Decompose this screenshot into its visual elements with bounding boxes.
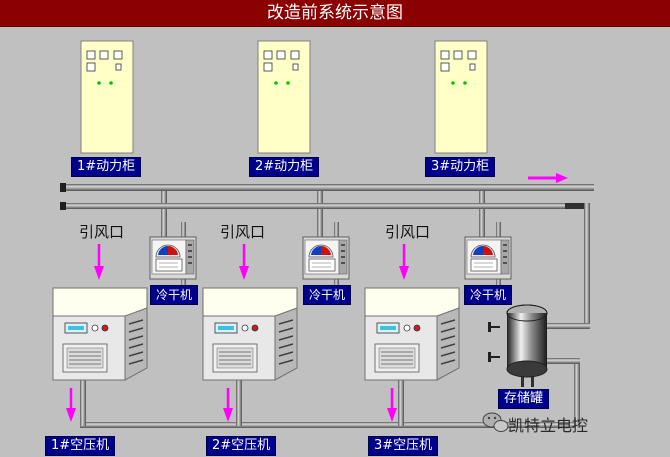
storage-tank-label: 存储罐: [498, 389, 550, 409]
power-cabinet-1-label: 1#动力柜: [71, 157, 142, 177]
air-compressor-1: [52, 287, 148, 381]
air-compressor-2: [202, 287, 298, 381]
air-compressor-3: [364, 287, 460, 381]
pipe-compressor-3: [398, 374, 404, 426]
exhaust-arrow-3: [387, 388, 397, 422]
pipe-compressor-2: [236, 374, 242, 426]
power-cabinet-3: [434, 40, 488, 154]
dryer-1: [149, 236, 197, 280]
pipe-dryer-2: [317, 186, 323, 239]
pipe-dark-section: [565, 203, 585, 209]
intake-label-2: 引风口: [220, 223, 266, 241]
pipe-end-cap: [60, 183, 66, 192]
intake-arrow-2: [239, 244, 249, 280]
exhaust-arrow-1: [66, 388, 76, 422]
intake-arrow-1: [94, 244, 104, 280]
pipe-end-cap-2: [60, 202, 66, 210]
dryer-3-label: 冷干机: [464, 285, 513, 305]
power-cabinet-1: [80, 40, 134, 154]
watermark-text: 凯特立电控: [508, 416, 589, 435]
pipe-dryer-3: [479, 186, 485, 239]
intake-label-3: 引风口: [385, 223, 431, 241]
dryer-3: [464, 236, 512, 280]
dryer-1-label: 冷干机: [150, 285, 199, 305]
main-header-pipe: [60, 184, 594, 191]
pipe-to-tank: [541, 323, 590, 329]
dryer-2-label: 冷干机: [303, 285, 352, 305]
power-cabinet-3-label: 3#动力柜: [425, 157, 496, 177]
intake-arrow-3: [399, 244, 409, 280]
diagram-title: 改造前系统示意图: [0, 0, 670, 27]
pipe-compressor-1: [80, 374, 86, 426]
power-cabinet-2: [257, 40, 311, 154]
intake-label-1: 引风口: [79, 223, 125, 241]
air-compressor-3-label: 3#空压机: [368, 436, 439, 456]
pipe-tank-outlet-h: [541, 358, 580, 364]
air-compressor-2-label: 2#空压机: [206, 436, 277, 456]
air-compressor-1-label: 1#空压机: [45, 436, 116, 456]
dryer-2: [302, 236, 350, 280]
pipe-tank-outlet: [574, 360, 580, 428]
secondary-header-pipe: [60, 203, 590, 209]
bottom-manifold-pipe: [80, 422, 580, 428]
flow-arrow: [528, 173, 568, 183]
pipe-right-drop: [584, 203, 590, 329]
wechat-icon: [482, 412, 509, 432]
power-cabinet-2-label: 2#动力柜: [249, 157, 320, 177]
exhaust-arrow-2: [223, 388, 233, 422]
storage-tank: [488, 304, 548, 387]
pipe-dryer-1: [161, 186, 167, 239]
